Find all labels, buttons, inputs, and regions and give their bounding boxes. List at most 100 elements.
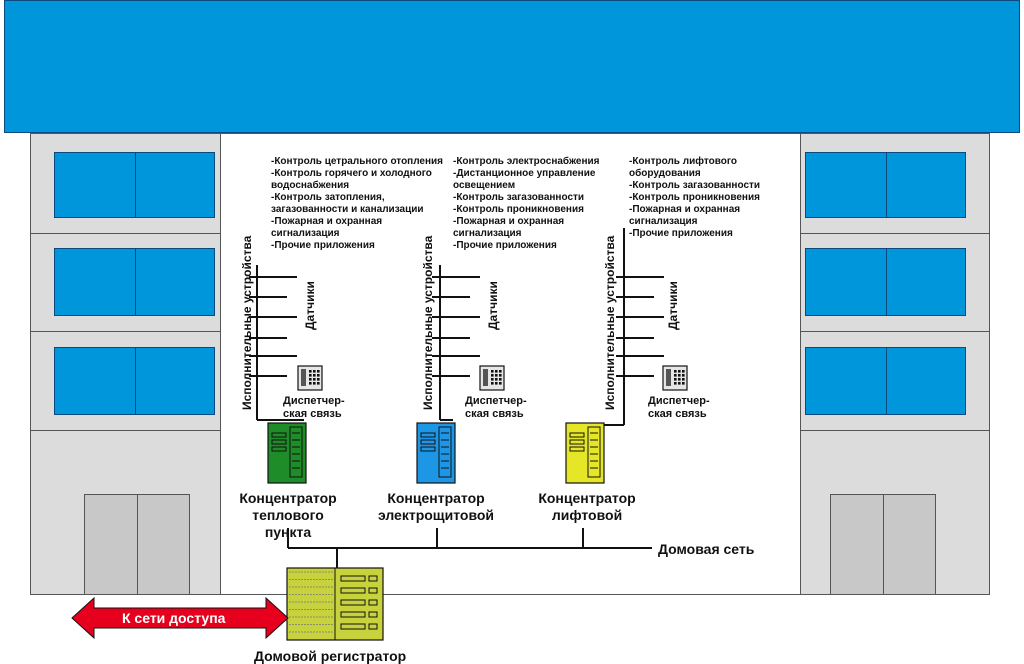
home-registrar-label: Домовой регистратор (254, 648, 407, 664)
column-3-dispatch-label: Диспетчер- ская связь (648, 395, 710, 420)
phone-key (678, 370, 681, 373)
left-floor-line (30, 331, 221, 332)
phone-key (499, 374, 502, 377)
column-2-function-list: -Контроль электроснабжения -Дистанционно… (453, 156, 600, 251)
left-floor-line (30, 430, 221, 431)
column-1-concentrator-icon (267, 422, 307, 484)
concentrator-slot (420, 439, 436, 445)
registrar-slot (340, 587, 366, 594)
right-window (805, 347, 966, 415)
home-registrar-device (286, 567, 384, 641)
left-window (54, 248, 215, 316)
concentrators (267, 422, 605, 484)
left-floor-line (30, 233, 221, 234)
phone-key (674, 382, 677, 385)
phones (297, 365, 688, 391)
phone-handset (301, 369, 306, 386)
phone-key (309, 378, 312, 381)
phone-icon (662, 365, 688, 391)
concentrator-body (416, 422, 456, 484)
phone-key (495, 370, 498, 373)
phone-key (495, 382, 498, 385)
phone-key (317, 378, 320, 381)
right-floor-line (800, 233, 990, 234)
concentrator-slot (420, 446, 436, 452)
left-door (84, 494, 190, 595)
phone-key (317, 382, 320, 385)
phone-key (678, 374, 681, 377)
concentrator-body (267, 422, 307, 484)
registrar-slot (340, 623, 366, 630)
column-2-concentrator-label: Концентратор электрощитовой (377, 490, 495, 523)
phone-key (313, 378, 316, 381)
concentrator-body (565, 422, 605, 484)
left-window (54, 347, 215, 415)
column-1-function-list: -Контроль цетрального отопления -Контрол… (271, 156, 444, 251)
phone-handset (666, 369, 671, 386)
phone-key (309, 382, 312, 385)
registrar-slot-small (368, 611, 378, 618)
right-window (805, 152, 966, 218)
registrar-slot (340, 611, 366, 618)
phone-key (309, 370, 312, 373)
wiring (249, 228, 664, 575)
right-window (805, 248, 966, 316)
concentrator-slot (271, 446, 287, 452)
registrar-slot (340, 575, 366, 582)
phone-key (495, 374, 498, 377)
column-2-dispatch-label: Диспетчер- ская связь (465, 395, 527, 420)
column-1-dispatch-label: Диспетчер- ская связь (283, 395, 345, 420)
roof (4, 0, 1020, 133)
right-floor-line (800, 430, 990, 431)
column-3-concentrator-label: Концентратор лифтовой (538, 490, 636, 523)
registrar-icon (286, 567, 384, 641)
phone-key (674, 374, 677, 377)
phone-key (674, 378, 677, 381)
left-window (54, 152, 215, 218)
phone-key (491, 370, 494, 373)
phone-key (499, 370, 502, 373)
column-3-concentrator-icon (565, 422, 605, 484)
concentrator-panel (587, 426, 601, 478)
phone-key (309, 374, 312, 377)
phone-key (317, 370, 320, 373)
phone-key (495, 378, 498, 381)
concentrator-slot (271, 439, 287, 445)
concentrator-slot (569, 446, 585, 452)
registrar-slot-small (368, 575, 378, 582)
phone-icon (479, 365, 505, 391)
phone-handset (483, 369, 488, 386)
concentrator-slot (569, 439, 585, 445)
phone-key (491, 382, 494, 385)
phone-key (317, 374, 320, 377)
phone-key (674, 370, 677, 373)
home-network-label: Домовая сеть (658, 541, 755, 557)
phone-key (682, 370, 685, 373)
right-floor-line (800, 331, 990, 332)
phone-key (682, 378, 685, 381)
concentrator-slot (271, 432, 287, 438)
access-arrow-label: К сети доступа (122, 610, 226, 626)
column-2-concentrator-icon (416, 422, 456, 484)
concentrator-panel (289, 426, 303, 478)
registrar-slot-small (368, 623, 378, 630)
access-arrow (71, 596, 289, 640)
right-door (830, 494, 936, 595)
phone-key (678, 378, 681, 381)
concentrator-slot (420, 432, 436, 438)
phone-icon (297, 365, 323, 391)
access-arrow-shape (71, 596, 289, 640)
phone-key (491, 374, 494, 377)
phone-key (313, 374, 316, 377)
phone-key (491, 378, 494, 381)
registrar-slot (340, 599, 366, 606)
phone-key (313, 382, 316, 385)
concentrator-panel (438, 426, 452, 478)
phone-key (682, 382, 685, 385)
phone-key (678, 382, 681, 385)
concentrator-slot (569, 432, 585, 438)
registrar-slot-small (368, 599, 378, 606)
phone-key (499, 378, 502, 381)
phone-key (313, 370, 316, 373)
